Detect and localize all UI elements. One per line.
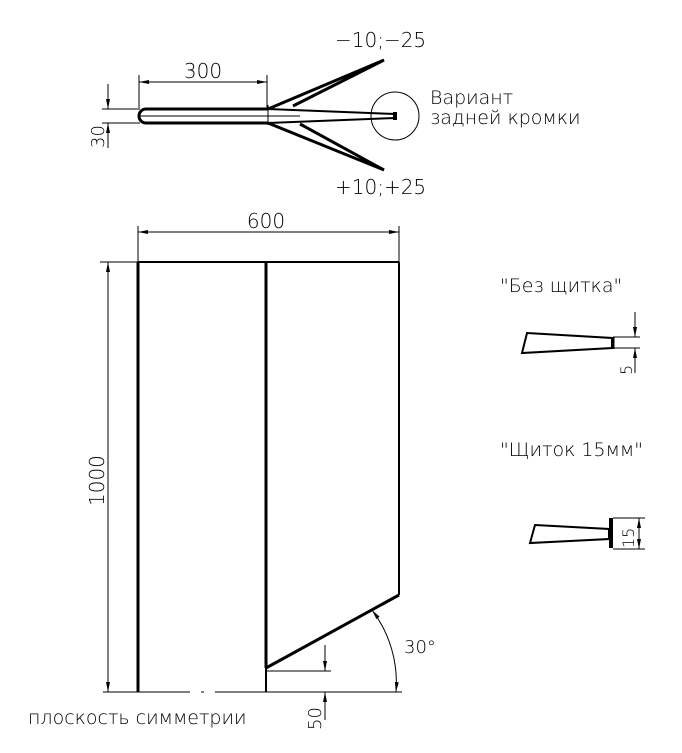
angle-label: 30° — [404, 637, 436, 658]
detail-tab-dim: 15 — [619, 528, 638, 548]
angle-arc — [371, 609, 399, 693]
dim-30 — [102, 84, 140, 148]
dim-300 — [138, 75, 268, 108]
detail-no-tab — [520, 312, 640, 373]
dim-600 — [137, 226, 400, 262]
deflection-down-label: +10;+25 — [335, 175, 426, 199]
dim-1000 — [100, 261, 138, 692]
airfoil-section — [137, 58, 420, 172]
detail-no-tab-title: "Без щитка" — [500, 275, 622, 297]
plan-view — [103, 261, 402, 693]
dim-50 — [266, 645, 331, 720]
detail-tab-title: "Щиток 15мм" — [500, 439, 643, 461]
callout-line2: задней кромки — [430, 107, 581, 129]
dim-1000-label: 1000 — [85, 455, 109, 506]
callout-line1: Вариант — [430, 87, 513, 109]
detail-tab — [528, 517, 645, 550]
dim-30-label: 30 — [88, 125, 109, 148]
detail-no-tab-dim: 5 — [617, 365, 636, 375]
trailing-edge-callout-circle — [370, 91, 420, 141]
dim-50-label: 50 — [305, 707, 326, 730]
dim-600-label: 600 — [247, 209, 285, 233]
dim-300-label: 300 — [184, 59, 222, 83]
symmetry-label: плоскость симметрии — [28, 707, 247, 729]
deflection-up-label: −10;−25 — [335, 28, 426, 52]
